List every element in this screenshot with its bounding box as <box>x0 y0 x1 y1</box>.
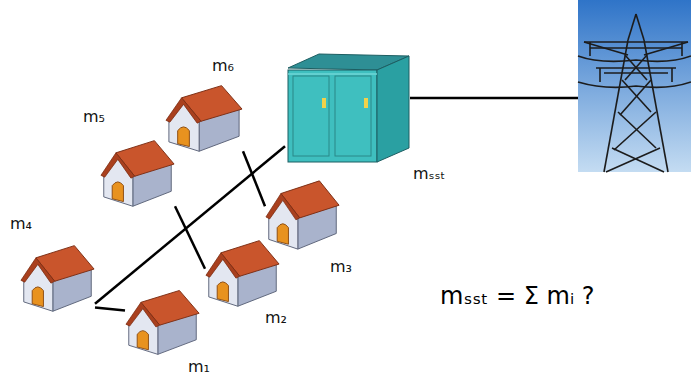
house-door <box>32 287 43 307</box>
house-roof <box>281 181 339 218</box>
power-line <box>95 308 125 311</box>
mass-label: m₁ <box>188 357 210 376</box>
sky-ground <box>578 0 691 172</box>
mass-label: m₅ <box>83 107 105 126</box>
station-side <box>377 56 409 162</box>
substation-box: mₛₛₜ <box>285 40 410 165</box>
house-roof-edge <box>126 302 160 327</box>
house-door <box>137 331 148 350</box>
house-roof-edge <box>266 194 300 220</box>
house-icon: m₆ <box>165 80 243 155</box>
house-shape <box>20 240 95 315</box>
mass-label: mₛₛₜ <box>413 164 445 183</box>
house-icon: m₂ <box>205 235 280 310</box>
house-roof-edge <box>101 153 135 178</box>
house-roof-edge <box>166 98 201 123</box>
house-icon: m₅ <box>100 135 175 210</box>
house-roof <box>221 241 279 277</box>
house-door <box>217 282 228 302</box>
equation-label: mₛₛₜ = Σ mᵢ ? <box>440 282 595 311</box>
house-shape <box>100 135 175 210</box>
mass-label: m₄ <box>10 214 32 233</box>
house-shape <box>205 235 280 310</box>
station-front <box>288 70 377 162</box>
mass-label: m₂ <box>265 308 287 327</box>
house-shape <box>265 175 340 253</box>
power-line <box>175 206 205 269</box>
house-icon: m₃ <box>265 175 340 253</box>
substation-shape <box>285 40 410 165</box>
house-roof <box>141 290 199 325</box>
power-line <box>243 151 265 206</box>
house-shape <box>125 285 200 358</box>
mass-label: m₆ <box>212 56 234 75</box>
mass-label: m₃ <box>330 257 352 276</box>
house-door <box>112 182 123 202</box>
house-door <box>277 224 288 244</box>
pylon-lattice <box>578 14 691 172</box>
pylon-picture <box>578 0 691 172</box>
house-roof-edge <box>21 258 55 283</box>
house-icon: m₄ <box>20 240 95 315</box>
grid-wire <box>410 97 578 100</box>
house-roof-edge <box>206 253 240 278</box>
house-roof <box>116 141 174 177</box>
house-shape <box>165 80 243 155</box>
house-icon: m₁ <box>125 285 200 358</box>
station-door <box>293 76 329 156</box>
station-trim <box>288 73 377 75</box>
house-roof <box>36 246 94 282</box>
house-door <box>178 127 190 147</box>
station-door <box>335 76 371 156</box>
door-sign <box>322 98 326 108</box>
door-sign <box>364 98 368 108</box>
house-roof <box>182 86 242 122</box>
